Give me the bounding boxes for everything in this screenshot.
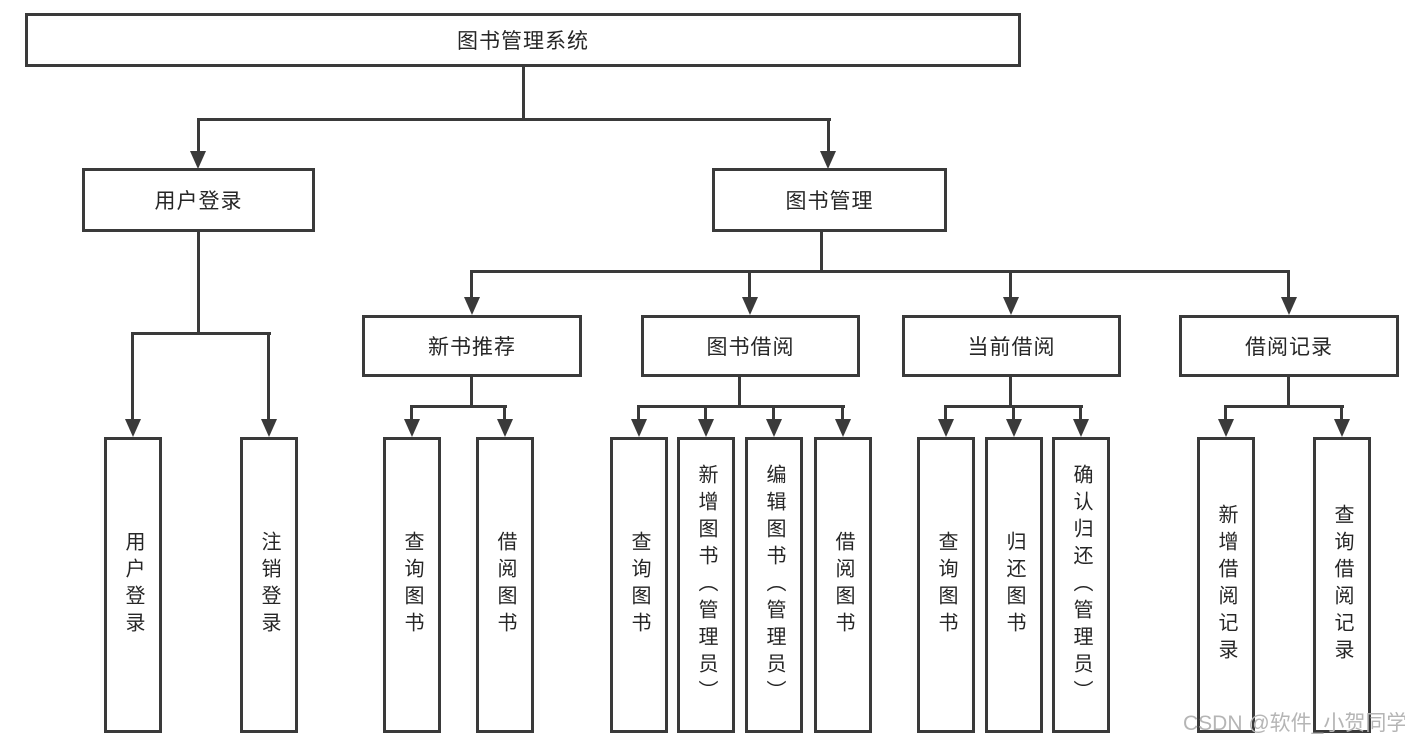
connector-leaf-line [944, 405, 947, 421]
arrowhead-down-icon [261, 419, 277, 437]
arrowhead-down-icon [835, 419, 851, 437]
leaf-borrow-query-book: 查询图书 [610, 437, 668, 733]
arrowhead-down-icon [1073, 419, 1089, 437]
node-book-borrow-label: 图书借阅 [706, 336, 795, 359]
node-user-login: 用户登录 [82, 168, 315, 232]
arrowhead-down-icon [938, 419, 954, 437]
leaf-add-book-admin-label: 新增图书（管理员） [695, 463, 717, 707]
leaf-logout: 注销登录 [240, 437, 298, 733]
node-new-book-recommend: 新书推荐 [362, 315, 582, 377]
arrowhead-down-icon [1003, 297, 1019, 315]
leaf-query-borrow-record-label: 查询借阅记录 [1331, 504, 1353, 666]
leaf-confirm-return-admin: 确认归还（管理员） [1052, 437, 1110, 733]
connector-book-borrow-rail [637, 405, 845, 408]
connector-book-management-rail [470, 270, 1290, 273]
connector-to-book-borrow [748, 270, 751, 299]
connector-user-login-rail [131, 332, 271, 335]
leaf-rec-borrow-book: 借阅图书 [476, 437, 534, 733]
node-new-book-recommend-label: 新书推荐 [428, 336, 516, 359]
arrowhead-down-icon [1334, 419, 1350, 437]
leaf-add-borrow-record-label: 新增借阅记录 [1215, 504, 1237, 666]
connector-current-borrow-stem [1009, 377, 1012, 408]
connector-to-new-book-recommend [470, 270, 473, 299]
connector-leaf-line [704, 405, 707, 421]
connector-leaf-line [1079, 405, 1082, 421]
leaf-rec-borrow-book-label: 借阅图书 [494, 531, 516, 639]
leaf-edit-book-admin: 编辑图书（管理员） [745, 437, 803, 733]
arrowhead-down-icon [1281, 297, 1297, 315]
arrowhead-down-icon [631, 419, 647, 437]
connector-user-login-stem [197, 232, 200, 335]
connector-leaf-line [1012, 405, 1015, 421]
node-user-login-label: 用户登录 [154, 190, 243, 213]
leaf-query-borrow-record: 查询借阅记录 [1313, 437, 1371, 733]
arrowhead-down-icon [1218, 419, 1234, 437]
node-root-label: 图书管理系统 [457, 30, 589, 53]
connector-borrow-record-rail [1224, 405, 1344, 408]
leaf-borrow-book-label: 借阅图书 [832, 531, 854, 639]
leaf-borrow-query-book-label: 查询图书 [628, 531, 650, 639]
arrowhead-down-icon [1006, 419, 1022, 437]
connector-leaf-line [772, 405, 775, 421]
leaf-add-book-admin: 新增图书（管理员） [677, 437, 735, 733]
leaf-edit-book-admin-label: 编辑图书（管理员） [763, 463, 785, 707]
leaf-add-borrow-record: 新增借阅记录 [1197, 437, 1255, 733]
connector-to-borrow-record [1287, 270, 1290, 299]
connector-to-leaf-user-login [131, 332, 134, 421]
arrowhead-down-icon [820, 151, 836, 169]
leaf-confirm-return-admin-label: 确认归还（管理员） [1070, 463, 1092, 707]
arrowhead-down-icon [190, 151, 206, 169]
leaf-user-login-label: 用户登录 [122, 531, 144, 639]
connector-leaf-line [841, 405, 844, 421]
connector-root-to-user-login [197, 118, 200, 154]
arrowhead-down-icon [497, 419, 513, 437]
connector-borrow-record-stem [1287, 377, 1290, 408]
leaf-current-query-book: 查询图书 [917, 437, 975, 733]
node-book-borrow: 图书借阅 [641, 315, 860, 377]
node-borrow-record: 借阅记录 [1179, 315, 1399, 377]
connector-new-book-recommend-rail [410, 405, 507, 408]
arrowhead-down-icon [125, 419, 141, 437]
node-root: 图书管理系统 [25, 13, 1021, 67]
arrowhead-down-icon [698, 419, 714, 437]
leaf-current-query-book-label: 查询图书 [935, 531, 957, 639]
arrowhead-down-icon [464, 297, 480, 315]
connector-book-borrow-stem [738, 377, 741, 408]
connector-leaf-line [1340, 405, 1343, 421]
node-book-management-label: 图书管理 [785, 190, 874, 213]
node-borrow-record-label: 借阅记录 [1245, 336, 1333, 359]
leaf-user-login: 用户登录 [104, 437, 162, 733]
node-book-management: 图书管理 [712, 168, 947, 232]
watermark-text: CSDN @软件_小贺同学 [1183, 712, 1405, 735]
leaf-borrow-book: 借阅图书 [814, 437, 872, 733]
arrowhead-down-icon [766, 419, 782, 437]
connector-book-management-stem [820, 232, 823, 273]
leaf-rec-query-book-label: 查询图书 [401, 531, 423, 639]
connector-root-rail [197, 118, 831, 121]
connector-leaf-line [1224, 405, 1227, 421]
connector-leaf-line [503, 405, 506, 421]
leaf-return-book: 归还图书 [985, 437, 1043, 733]
connector-new-book-recommend-stem [470, 377, 473, 408]
node-current-borrow-label: 当前借阅 [967, 336, 1056, 359]
leaf-rec-query-book: 查询图书 [383, 437, 441, 733]
leaf-return-book-label: 归还图书 [1003, 531, 1025, 639]
arrowhead-down-icon [404, 419, 420, 437]
arrowhead-down-icon [742, 297, 758, 315]
connector-to-current-borrow [1009, 270, 1012, 299]
connector-root-stem [522, 67, 525, 120]
connector-leaf-line [637, 405, 640, 421]
leaf-logout-label: 注销登录 [258, 531, 280, 639]
connector-leaf-line [410, 405, 413, 421]
node-current-borrow: 当前借阅 [902, 315, 1121, 377]
connector-to-leaf-logout [267, 332, 270, 421]
connector-root-to-book-management [827, 118, 830, 154]
